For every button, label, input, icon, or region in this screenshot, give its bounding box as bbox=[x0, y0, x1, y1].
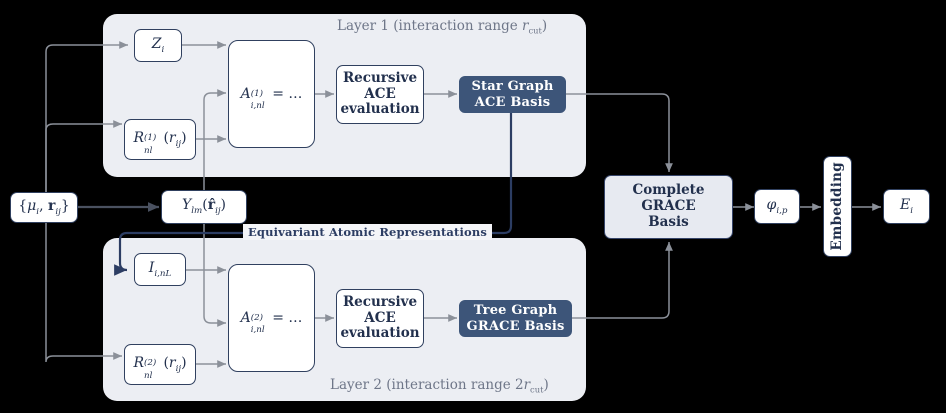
equivariant-input-layer2[interactable]: Ii,nL bbox=[134, 253, 186, 286]
grace-basis-functions[interactable]: φi,p bbox=[754, 189, 800, 224]
embedding-block[interactable]: Embedding bbox=[823, 156, 852, 257]
spherical-harmonics-label: Ylm(r̂ij) bbox=[181, 197, 227, 217]
layer1-caption: Layer 1 (interaction range rcut) bbox=[337, 18, 548, 36]
radial-basis-layer2-label: R(2)nl (rij) bbox=[133, 354, 187, 381]
tree-graph-grace-basis[interactable]: Tree Graph GRACE Basis bbox=[459, 300, 572, 337]
grace-basis-functions-label: φi,p bbox=[766, 196, 788, 216]
atomic-basis-layer1[interactable]: A(1)i,nl = … bbox=[228, 40, 315, 148]
atomic-energy-output[interactable]: Ei bbox=[883, 189, 930, 224]
recursive-ace-evaluation-layer2[interactable]: Recursive ACE evaluation bbox=[336, 289, 424, 348]
atomic-basis-layer1-label: A(1)i,nl = … bbox=[240, 85, 303, 112]
atomic-number[interactable]: Zi bbox=[134, 29, 182, 62]
layer2-caption: Layer 2 (interaction range 2rcut) bbox=[330, 377, 549, 395]
input-mu-r[interactable]: {μi, rij} bbox=[10, 192, 78, 223]
atomic-energy-output-label: Ei bbox=[899, 196, 913, 216]
star-graph-ace-basis[interactable]: Star Graph ACE Basis bbox=[459, 76, 566, 113]
equivariant-atomic-representations-label: Equivariant Atomic Representations bbox=[243, 224, 492, 240]
radial-basis-layer1[interactable]: R(1)nl (rij) bbox=[124, 119, 196, 160]
embedding-label: Embedding bbox=[828, 162, 845, 251]
radial-basis-layer2[interactable]: R(2)nl (rij) bbox=[124, 344, 196, 385]
recursive-ace-evaluation-layer1[interactable]: Recursive ACE evaluation bbox=[336, 65, 424, 124]
complete-grace-basis[interactable]: Complete GRACE Basis bbox=[604, 175, 733, 239]
atomic-basis-layer2-label: A(2)i,nl = … bbox=[240, 309, 303, 336]
atomic-number-label: Zi bbox=[151, 35, 165, 55]
equivariant-input-layer2-label: Ii,nL bbox=[148, 259, 172, 279]
input-mu-r-label: {μi, rij} bbox=[18, 197, 70, 217]
spherical-harmonics[interactable]: Ylm(r̂ij) bbox=[161, 190, 247, 224]
radial-basis-layer1-label: R(1)nl (rij) bbox=[133, 129, 187, 156]
atomic-basis-layer2[interactable]: A(2)i,nl = … bbox=[228, 264, 315, 372]
